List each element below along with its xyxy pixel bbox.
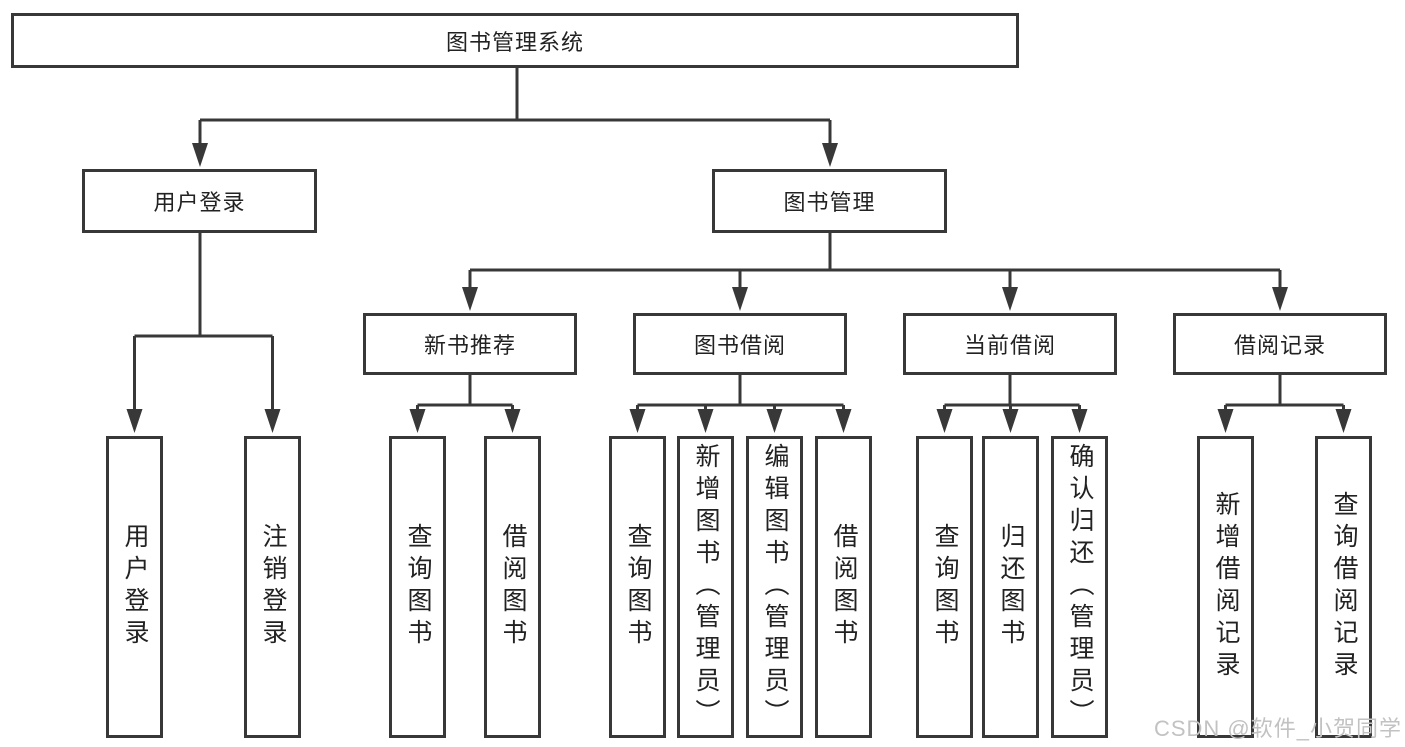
node-leaf-query-books-1: 查询图书	[389, 436, 446, 738]
arrowhead	[126, 409, 143, 433]
node-leaf-return-book: 归还图书	[982, 436, 1039, 738]
node-current-borrow: 当前借阅	[903, 313, 1117, 375]
node-leaf-add-book-admin: 新增图书（管理员）	[677, 436, 734, 738]
connector-current-to-leaves	[936, 375, 1088, 433]
arrowhead	[1071, 409, 1088, 433]
node-leaf-borrow-books-2: 借阅图书	[815, 436, 872, 738]
arrowhead	[766, 409, 783, 433]
arrowhead	[504, 409, 521, 433]
connector-userlogin-to-leaves	[126, 233, 281, 433]
connector-borrow-to-leaves	[629, 375, 852, 433]
node-leaf-query-borrow-record: 查询借阅记录	[1315, 436, 1372, 738]
arrowhead	[462, 287, 478, 311]
node-borrow-records: 借阅记录	[1173, 313, 1387, 375]
node-leaf-confirm-return-admin: 确认归还（管理员）	[1051, 436, 1108, 738]
arrowhead	[1335, 409, 1352, 433]
node-book-management: 图书管理	[712, 169, 947, 233]
arrowhead	[822, 143, 838, 167]
arrowhead	[629, 409, 646, 433]
arrowhead	[1272, 287, 1288, 311]
node-leaf-user-login: 用户登录	[106, 436, 163, 738]
node-leaf-logout: 注销登录	[244, 436, 301, 738]
connector-root-to-level2	[192, 68, 838, 167]
connector-records-to-leaves	[1217, 375, 1352, 433]
arrowhead	[1002, 409, 1019, 433]
arrowhead	[697, 409, 714, 433]
connector-recommend-to-leaves	[409, 375, 521, 433]
connector-bookmgmt-to-level3	[462, 232, 1288, 311]
arrowhead	[732, 287, 748, 311]
arrowhead	[192, 143, 208, 167]
node-leaf-borrow-books-1: 借阅图书	[484, 436, 541, 738]
node-leaf-query-books-2: 查询图书	[609, 436, 666, 738]
arrowhead	[936, 409, 953, 433]
node-leaf-edit-book-admin: 编辑图书（管理员）	[746, 436, 803, 738]
arrowhead	[409, 409, 426, 433]
node-book-borrow: 图书借阅	[633, 313, 847, 375]
arrowhead	[264, 409, 281, 433]
node-root: 图书管理系统	[11, 13, 1019, 68]
node-new-book-recommend: 新书推荐	[363, 313, 577, 375]
node-leaf-add-borrow-record: 新增借阅记录	[1197, 436, 1254, 738]
csdn-watermark: CSDN @软件_小贺同学	[1153, 716, 1402, 741]
arrowhead	[1217, 409, 1234, 433]
node-leaf-query-books-3: 查询图书	[916, 436, 973, 738]
arrowhead	[1002, 287, 1018, 311]
arrowhead	[835, 409, 852, 433]
node-user-login: 用户登录	[82, 169, 317, 233]
